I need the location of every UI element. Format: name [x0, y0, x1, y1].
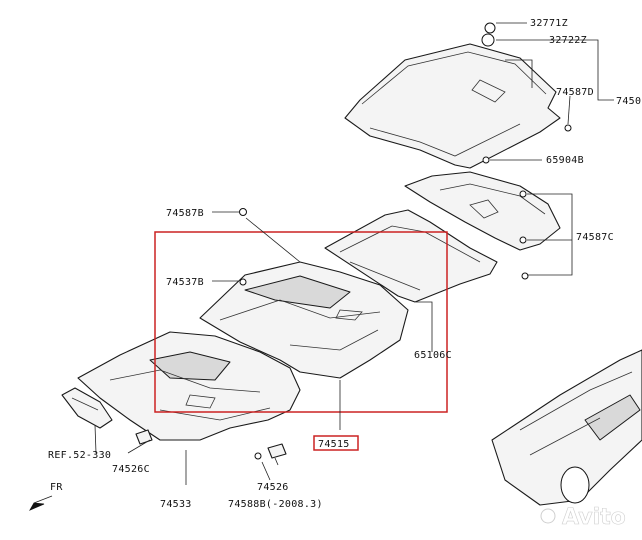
label-74533: 74533: [160, 499, 192, 510]
label-74587c: 74587C: [576, 232, 614, 243]
highlight-box: [154, 231, 448, 413]
rear-cover-panel: [344, 22, 572, 169]
floor-mat-panel: [324, 209, 498, 303]
label-32722z: 32722Z: [549, 35, 587, 46]
watermark-logo-icon: [540, 508, 556, 524]
label-65106c: 65106C: [414, 350, 452, 361]
label-74588b: 74588B(-2008.3): [228, 499, 323, 510]
rear-floor-panel: [404, 171, 561, 280]
label-ref-52-330: REF.52-330: [48, 450, 111, 461]
floor-undercover: [199, 208, 409, 379]
label-fr: FR: [50, 482, 63, 493]
clips: [135, 429, 287, 460]
label-74526: 74526: [257, 482, 289, 493]
label-74587b: 74587B: [166, 208, 204, 219]
front-arrow-icon: [29, 502, 45, 511]
watermark: Avito: [540, 505, 626, 530]
label-74515-box: [313, 435, 359, 451]
vehicle-silhouette: [491, 349, 642, 506]
leader-lines: [94, 22, 614, 485]
label-74526c: 74526C: [112, 464, 150, 475]
watermark-text: Avito: [562, 505, 626, 530]
front-direction-indicator: FR: [29, 482, 63, 511]
label-74537b: 74537B: [166, 277, 204, 288]
front-floor-cover: [77, 331, 301, 441]
label-32771z: 32771Z: [530, 18, 568, 29]
label-65904b: 65904B: [546, 155, 584, 166]
ref-pad: [61, 387, 113, 429]
label-74515: 74515: [318, 439, 350, 450]
label-74587d: 74587D: [556, 87, 594, 98]
label-7450x: 7450: [616, 96, 641, 107]
